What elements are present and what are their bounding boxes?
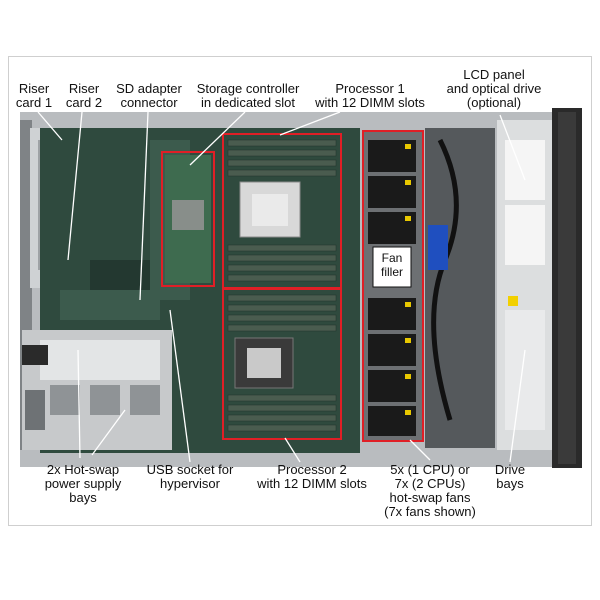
lcd-panel-label: LCD panel and optical drive (optional) — [446, 67, 542, 110]
riser-card-1-label: Riser card 1 — [15, 81, 53, 110]
fan-filler-box — [372, 246, 412, 288]
processor-2-highlight — [222, 288, 342, 440]
riser-card-2-label: Riser card 2 — [65, 81, 103, 110]
fans-highlight — [362, 130, 424, 442]
usb-socket-label: USB socket for hypervisor — [146, 462, 234, 491]
storage-controller-highlight — [161, 151, 215, 287]
drive-bays-label: Drive bays — [494, 462, 526, 491]
fans-label: 5x (1 CPU) or 7x (2 CPUs) hot-swap fans … — [384, 462, 476, 519]
callout-lines — [37, 111, 526, 463]
sd-adapter-label: SD adapter connector — [116, 81, 182, 110]
power-supply-label: 2x Hot-swap power supply bays — [44, 462, 122, 505]
processor-1-label: Processor 1 with 12 DIMM slots — [315, 81, 425, 110]
processor-2-label: Processor 2 with 12 DIMM slots — [257, 462, 367, 491]
fan-filler-label: Fan filler — [380, 251, 403, 279]
storage-controller-label: Storage controller in dedicated slot — [196, 81, 300, 110]
